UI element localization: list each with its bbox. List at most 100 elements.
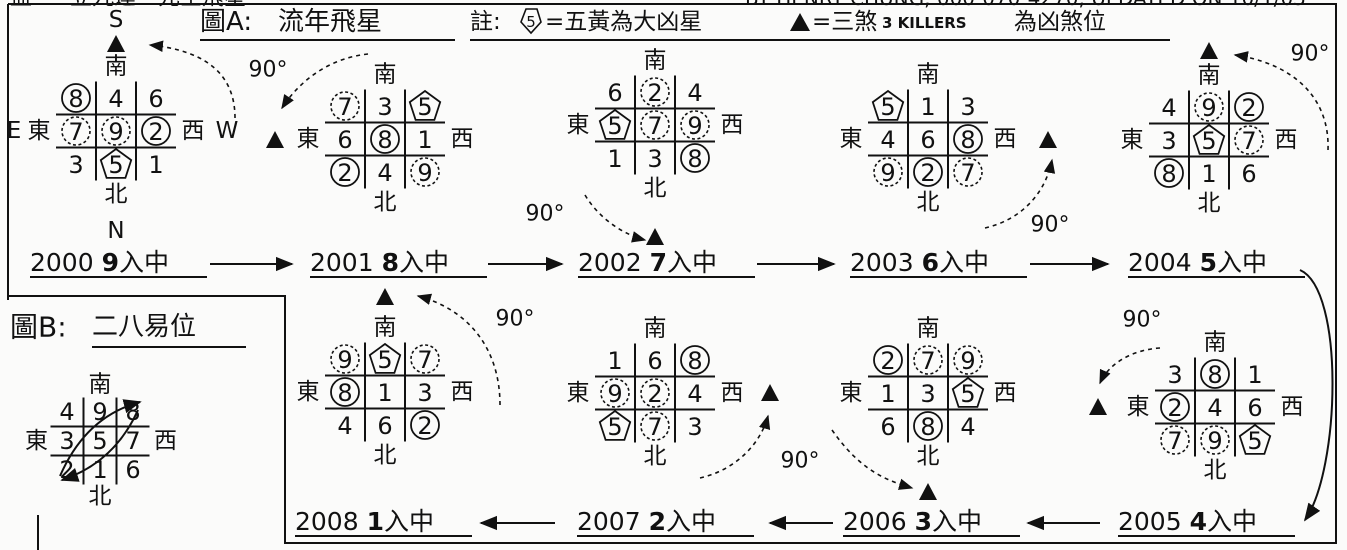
west-label: 西 (721, 380, 744, 406)
star-number: 5 (960, 380, 975, 408)
compass-n: N (107, 218, 124, 244)
star-number: 3 (377, 93, 392, 121)
star-number: 4 (687, 380, 702, 408)
year-label-2001: 2001 8入中 (310, 248, 449, 277)
figure-b-number: 3 (59, 427, 74, 455)
star-number: 1 (1247, 361, 1262, 389)
west-label: 西 (721, 112, 744, 138)
dotted-circle-mark-icon (1234, 125, 1264, 155)
figure-b-title: 二八易位 (92, 312, 196, 342)
star-number: 9 (1207, 427, 1222, 455)
three-killers-triangle-icon (1089, 398, 1107, 415)
figure-b-west: 西 (154, 428, 177, 454)
pentagon-icon (520, 8, 542, 35)
west-label: 西 (182, 118, 205, 144)
circle-mark-icon (141, 116, 171, 146)
three-killers-triangle-icon (107, 35, 125, 52)
star-number: 1 (417, 126, 432, 154)
east-label: 東 (840, 126, 863, 152)
rotation-arrow (831, 429, 914, 490)
star-number: 1 (148, 151, 163, 179)
star-number: 7 (920, 347, 935, 375)
west-label: 西 (1275, 127, 1298, 153)
three-killers-triangle-icon (646, 228, 664, 245)
star-number: 6 (148, 85, 163, 113)
star-number: 4 (1207, 394, 1222, 422)
star-number: 9 (687, 112, 702, 140)
star-number: 6 (920, 126, 935, 154)
star-number: 9 (337, 346, 352, 374)
star-number: 4 (687, 79, 702, 107)
five-yellow-pentagon-icon (1192, 123, 1226, 155)
dotted-circle-mark-icon (680, 110, 710, 140)
star-number: 3 (647, 145, 662, 173)
year-label-2008: 2008 1入中 (295, 507, 434, 536)
star-number: 2 (1167, 394, 1182, 422)
figure-b-number: 6 (125, 456, 140, 484)
header-mid: 立九運三元空飛星 (70, 0, 246, 11)
star-number: 3 (960, 93, 975, 121)
compass-s: S (109, 7, 124, 33)
figure-a-title-text: 流年飛星 (278, 7, 382, 37)
south-label: 南 (105, 54, 128, 80)
rotation-arrow (1099, 347, 1161, 385)
star-number: 5 (607, 112, 622, 140)
swap-arrow (59, 399, 142, 477)
year-label-2002: 2002 7入中 (578, 248, 717, 277)
rotation-arrow (699, 414, 771, 479)
rotation-degree-label: 90° (496, 307, 535, 332)
star-number: 3 (417, 379, 432, 407)
header-left: 盟 (10, 0, 32, 11)
star-number: 6 (1241, 160, 1256, 188)
dotted-circle-mark-icon (410, 344, 440, 374)
star-number: 8 (960, 126, 975, 154)
north-label: 北 (917, 190, 940, 216)
triangle-icon (790, 13, 810, 31)
star-number: 5 (377, 346, 392, 374)
north-label: 北 (1204, 458, 1227, 484)
figure-b-number: 7 (125, 427, 140, 455)
star-number: 6 (1247, 394, 1262, 422)
rotation-arrow (416, 293, 501, 406)
dotted-circle-mark-icon (1200, 425, 1230, 455)
star-number: 5 (880, 93, 895, 121)
north-label: 北 (644, 444, 667, 470)
north-label: 北 (374, 443, 397, 469)
west-label: 西 (1281, 394, 1304, 420)
star-number: 6 (647, 347, 662, 375)
star-number: 1 (920, 93, 935, 121)
south-label: 南 (644, 316, 667, 342)
figure-a-title: 圖A: 流年飛星 註: 5 =五黃為大凶星 =三煞 3 KILLERS 為凶煞位 (200, 7, 1170, 41)
dotted-circle-mark-icon (1160, 425, 1190, 455)
rotation-degree-label: 90° (1291, 42, 1330, 67)
south-label: 南 (374, 315, 397, 341)
star-number: 8 (687, 145, 702, 173)
five-yellow-pentagon-icon (1238, 423, 1272, 455)
note-killers-pre: =三煞 (812, 9, 877, 35)
figure-a-label: 圖A: (200, 7, 252, 37)
star-number: 9 (880, 159, 895, 187)
circle-mark-icon (61, 83, 91, 113)
star-number: 1 (880, 380, 895, 408)
east-label: 東 (297, 379, 320, 405)
west-label: 西 (451, 379, 474, 405)
star-number: 9 (108, 118, 123, 146)
rotation-degree-label: 90° (1031, 213, 1070, 238)
south-label: 南 (917, 62, 940, 88)
compass-e: E (7, 118, 22, 144)
star-number: 8 (337, 379, 352, 407)
star-number: 9 (607, 380, 622, 408)
east-label: 東 (567, 380, 590, 406)
flow-arrow (1299, 269, 1334, 522)
star-number: 3 (1167, 361, 1182, 389)
circle-mark-icon (370, 124, 400, 154)
south-label: 南 (374, 62, 397, 88)
